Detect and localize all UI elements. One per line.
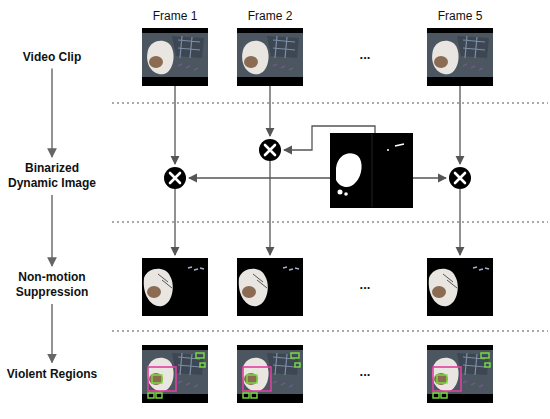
flow-arrow — [51, 195, 52, 266]
ellipsis: ... — [360, 364, 371, 380]
video-frame — [142, 28, 208, 86]
multiply-symbol — [164, 167, 186, 189]
row-label-text: Non-motion Suppression — [2, 270, 102, 300]
binary-dynamic-image — [330, 133, 413, 208]
row-label-text: Binarized Dynamic Image — [2, 161, 102, 191]
row-label: Video Clip — [2, 50, 102, 65]
violent-region-frame — [427, 345, 493, 403]
flow-arrows — [175, 86, 460, 255]
flow-arrow — [51, 304, 52, 363]
separator-line — [112, 103, 548, 331]
column-header: Frame 2 — [248, 9, 293, 23]
row-label: Binarized Dynamic Image — [2, 161, 102, 191]
multiply-symbol — [259, 139, 281, 161]
flow-arrow — [51, 69, 52, 158]
multiply-symbol — [449, 167, 471, 189]
row-label-text: Violent Regions — [2, 367, 102, 382]
column-header: Frame 5 — [438, 9, 483, 23]
ellipsis: ... — [360, 277, 371, 293]
violent-region-frame — [237, 345, 303, 403]
suppressed-frame — [237, 258, 303, 316]
violent-region-frame — [142, 345, 208, 403]
suppressed-frame — [142, 258, 208, 316]
column-header: Frame 1 — [153, 9, 198, 23]
row-label: Violent Regions — [2, 367, 102, 382]
video-frame — [237, 28, 303, 86]
suppressed-frame — [427, 258, 493, 316]
video-frame — [427, 28, 493, 86]
row-label: Non-motion Suppression — [2, 270, 102, 300]
row-label-text: Video Clip — [2, 50, 102, 65]
ellipsis: ... — [360, 47, 371, 63]
